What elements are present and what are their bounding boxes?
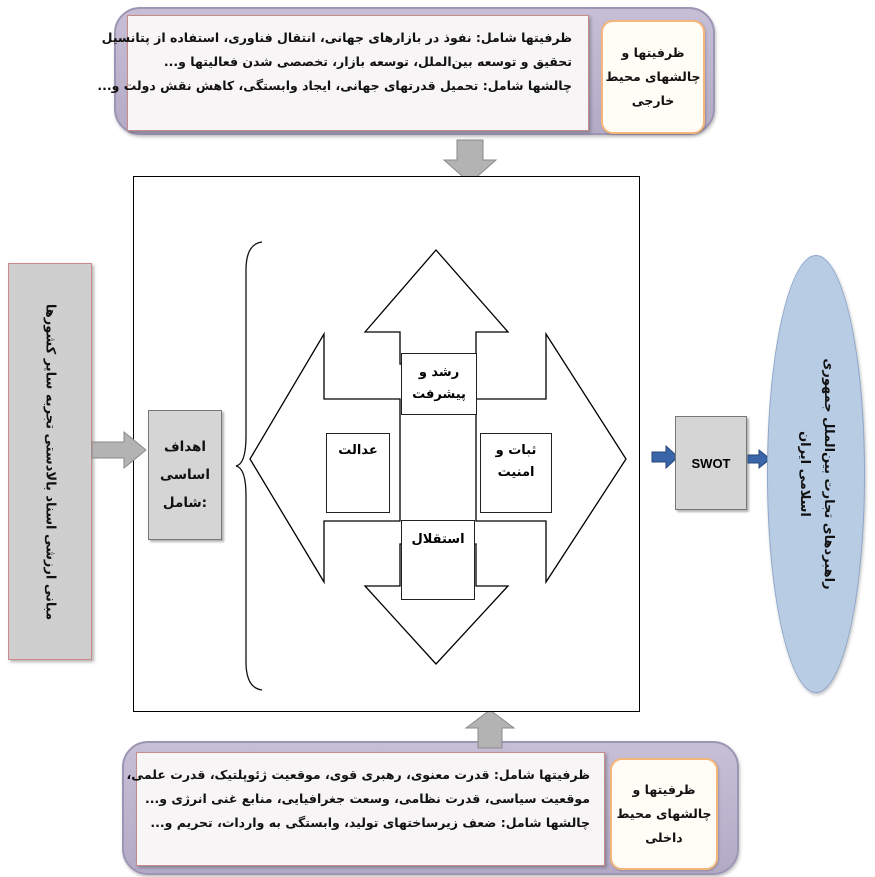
bottom-connector-arrow	[464, 709, 516, 749]
goals-line-3: :شامل	[162, 495, 208, 511]
external-label-line-3: خارجی	[631, 93, 675, 108]
goals-line-1: اهداف	[163, 439, 207, 455]
to-strategies-arrow	[747, 448, 771, 470]
swot-label: SWOT	[691, 455, 731, 471]
trade-strategies-ellipse: راهبردهای تجارت بین‌الملل جمهوری اسلامی …	[767, 255, 865, 693]
internal-environment-label: ظرفیتها و چالشهای محیط داخلی	[610, 758, 718, 870]
core-goals-box: اهداف اساسی :شامل	[148, 410, 222, 540]
stability-label-line-2: امنیت	[497, 465, 535, 480]
internal-label-line-1: ظرفیتها و	[632, 782, 696, 797]
growth-label-line-1: رشد و	[418, 365, 460, 380]
external-environment-label: ظرفیتها و چالشهای محیط خارجی	[601, 20, 705, 134]
stability-security-label: ثبات و امنیت	[480, 433, 552, 513]
growth-label-line-2: پیشرفت	[412, 387, 466, 402]
external-label-line-1: ظرفیتها و	[621, 45, 685, 60]
internal-label-line-3: داخلی	[645, 830, 683, 845]
value-foundations-box: مبانی ارزشی اسناد بالادستی تجربه سایر کش…	[8, 263, 92, 660]
independence-label-text: استقلال	[411, 532, 465, 547]
internal-opportunities-line-2: موقعیت سیاسی، قدرت نظامی، وسعت جغرافیایی…	[145, 791, 590, 806]
external-environment-description: ظرفیتها شامل: نفوذ در بازارهای جهانی، ان…	[97, 15, 589, 131]
internal-environment-description: ظرفیتها شامل: قدرت معنوی، رهبری قوی، موق…	[126, 752, 605, 866]
goals-line-2: اساسی	[160, 467, 210, 483]
value-foundations-text: مبانی ارزشی اسناد بالادستی تجربه سایر کش…	[42, 303, 58, 620]
justice-label-text: عدالت	[338, 443, 378, 458]
curly-brace	[235, 241, 263, 691]
growth-progress-label: رشد و پیشرفت	[401, 353, 477, 415]
trade-strategies-text: راهبردهای تجارت بین‌الملل جمهوری اسلامی …	[792, 324, 840, 624]
external-opportunities-line-1: ظرفیتها شامل: نفوذ در بازارهای جهانی، ان…	[101, 30, 572, 45]
four-direction-arrows	[249, 249, 627, 665]
external-challenges-line: چالشها شامل: تحمیل قدرتهای جهانی، ایجاد …	[97, 78, 572, 93]
strategies-line-2: اسلامی ایران	[797, 431, 812, 517]
justice-label: عدالت	[326, 433, 390, 513]
left-connector-arrow	[91, 430, 147, 470]
strategies-line-1: راهبردهای تجارت بین‌الملل جمهوری	[821, 358, 836, 590]
stability-label-line-1: ثبات و	[495, 443, 537, 458]
to-swot-arrow	[651, 444, 679, 470]
internal-challenges-line: چالشها شامل: ضعف زیرساختهای تولید، وابست…	[150, 815, 590, 830]
internal-opportunities-line-1: ظرفیتها شامل: قدرت معنوی، رهبری قوی، موق…	[126, 767, 590, 782]
independence-label: استقلال	[401, 520, 475, 600]
swot-box: SWOT	[675, 416, 747, 510]
internal-label-line-2: چالشهای محیط	[616, 806, 712, 821]
external-opportunities-line-2: تحقیق و توسعه بین‌الملل، توسعه بازار، تخ…	[163, 54, 572, 69]
external-label-line-2: چالشهای محیط	[605, 69, 701, 84]
top-connector-arrow	[442, 139, 498, 184]
